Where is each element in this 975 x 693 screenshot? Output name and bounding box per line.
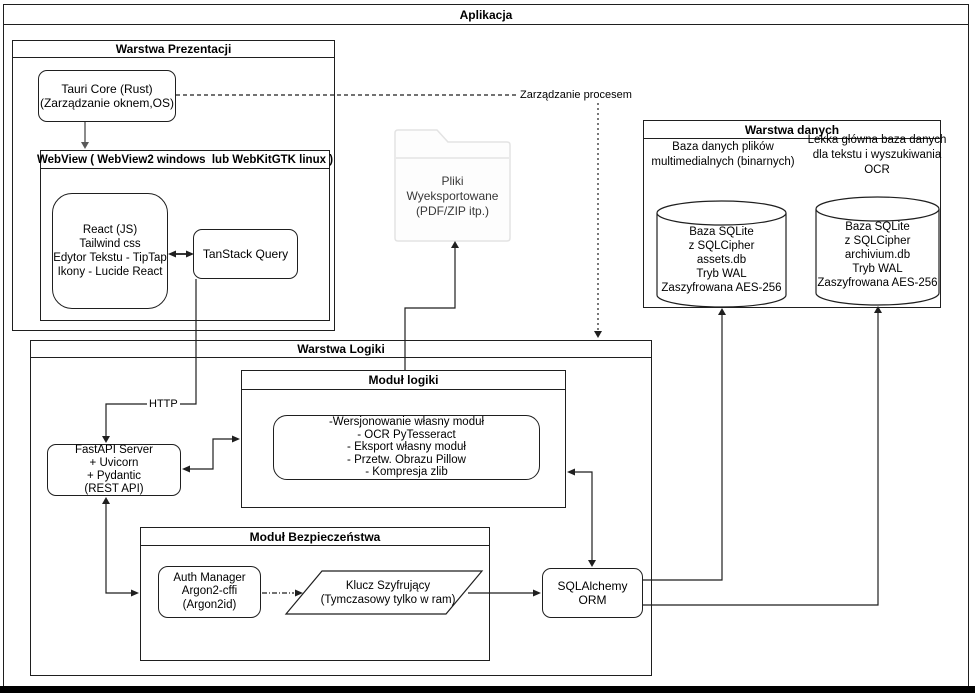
logic-module-title: Moduł logiki: [242, 371, 565, 390]
data-layer-title: Warstwa danych: [644, 121, 940, 139]
tauri-core-node: Tauri Core (Rust)(Zarządzanie oknem,OS): [38, 70, 176, 122]
presentation-layer-title: Warstwa Prezentacji: [13, 41, 334, 58]
security-module-title: Moduł Bezpieczeństwa: [141, 528, 489, 546]
fastapi-node: FastAPI Server+ Uvicorn+ Pydantic(REST A…: [47, 444, 181, 496]
sqlalchemy-orm-label: SQLAlchemy ORM: [557, 579, 628, 607]
fastapi-label: FastAPI Server+ Uvicorn+ Pydantic(REST A…: [75, 444, 153, 495]
bottom-edge: [0, 686, 975, 693]
tanstack-query-label: TanStack Query: [202, 247, 289, 261]
tanstack-query-node: TanStack Query: [193, 229, 298, 279]
webview-box: WebView ( WebView2 windows lub WebKitGTK…: [37, 150, 333, 321]
webview-title: WebView ( WebView2 windows lub WebKitGTK…: [37, 151, 333, 169]
app-title: Aplikacja: [4, 5, 968, 25]
logic-module-items-node: -Wersjonowanie własny moduł- OCR PyTesse…: [273, 415, 540, 480]
logic-layer-title: Warstwa Logiki: [31, 341, 651, 358]
security-module-box: Moduł Bezpieczeństwa: [140, 527, 490, 661]
http-edge-label: HTTP: [147, 398, 180, 410]
data-layer-box: Warstwa danych: [643, 120, 941, 308]
encryption-key-label: Klucz Szyfrujący(Tymczasowy tylko w ram): [320, 580, 456, 606]
tauri-core-label: Tauri Core (Rust)(Zarządzanie oknem,OS): [39, 82, 175, 110]
process-management-edge-label: Zarządzanie procesem: [520, 89, 632, 101]
sqlalchemy-orm-node: SQLAlchemy ORM: [542, 568, 643, 618]
logic-module-items: -Wersjonowanie własny moduł- OCR PyTesse…: [328, 416, 485, 479]
